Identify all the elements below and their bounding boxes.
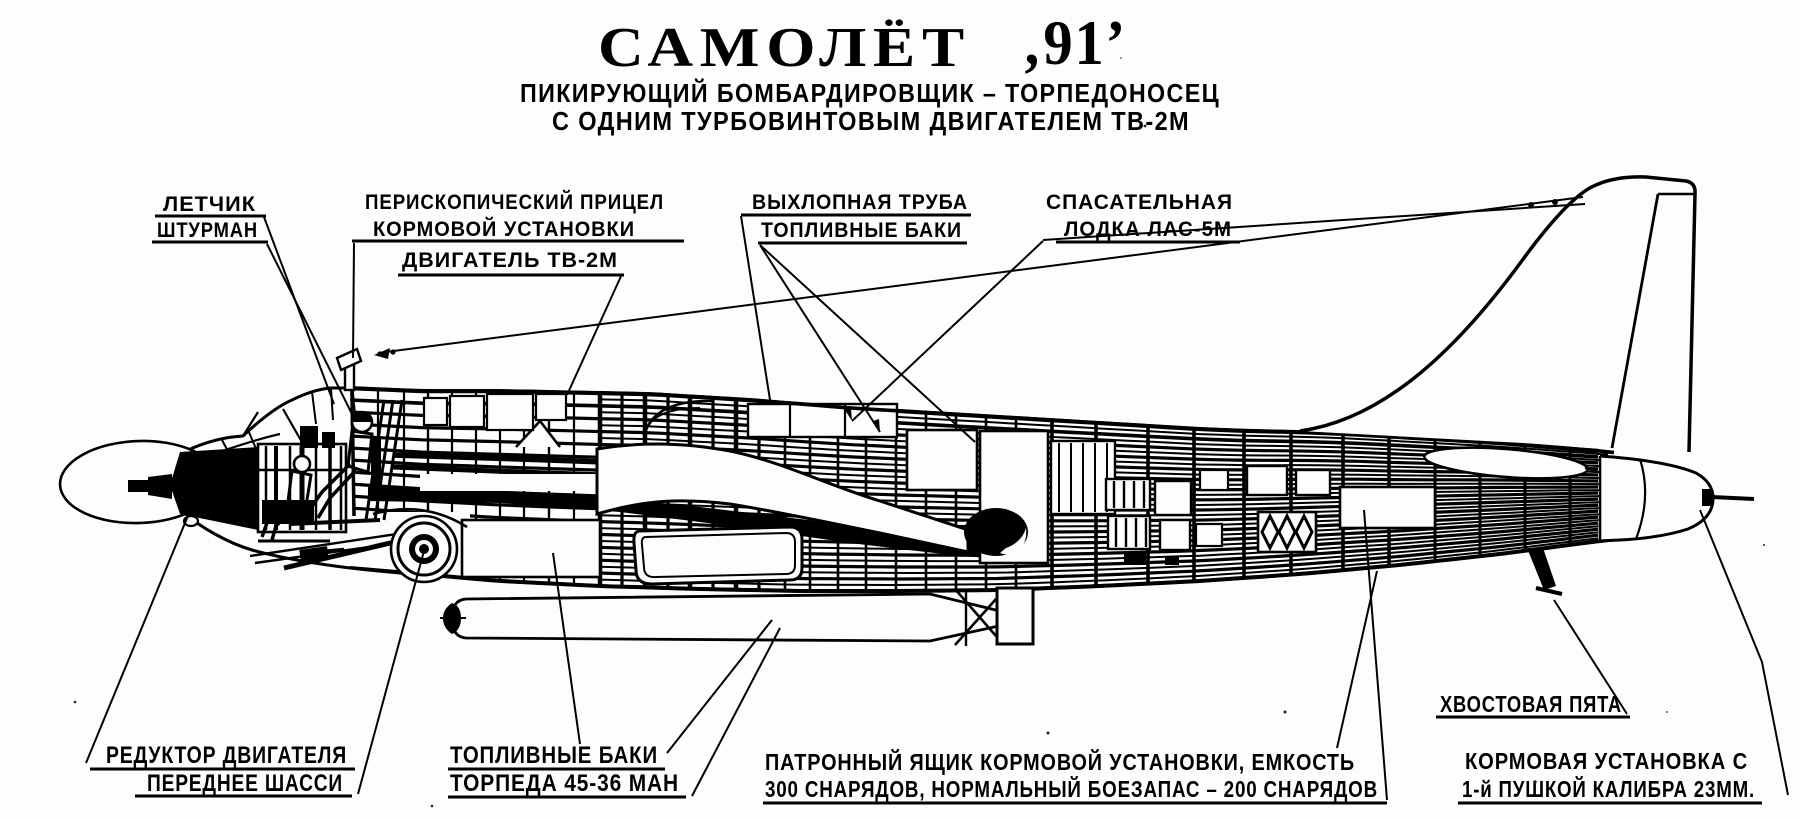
- svg-text:ВЫХЛОПНАЯ ТРУБА: ВЫХЛОПНАЯ ТРУБА: [752, 191, 968, 214]
- svg-text:1-й ПУШКОЙ КАЛИБРА 23ММ.: 1-й ПУШКОЙ КАЛИБРА 23ММ.: [1462, 775, 1755, 802]
- svg-text:С ОДНИМ ТУРБОВИНТОВЫМ ДВИГАТЕЛ: С ОДНИМ ТУРБОВИНТОВЫМ ДВИГАТЕЛЕМ ТВ-2М: [552, 106, 1190, 136]
- svg-text:САМОЛЁТ: САМОЛЁТ: [598, 17, 971, 79]
- svg-text:ШТУРМАН: ШТУРМАН: [157, 219, 258, 242]
- svg-text:КОРМОВОЙ УСТАНОВКИ: КОРМОВОЙ УСТАНОВКИ: [373, 217, 635, 241]
- svg-text:ЛОДКА ЛАС-5М: ЛОДКА ЛАС-5М: [1064, 218, 1232, 241]
- svg-text:ХВОСТОВАЯ ПЯТА: ХВОСТОВАЯ ПЯТА: [1440, 691, 1622, 717]
- svg-text:СПАСАТЕЛЬНАЯ: СПАСАТЕЛЬНАЯ: [1046, 191, 1233, 214]
- svg-text:300 СНАРЯДОВ, НОРМАЛЬНЫЙ БОЕЗА: 300 СНАРЯДОВ, НОРМАЛЬНЫЙ БОЕЗАПАС – 200 …: [765, 775, 1378, 802]
- svg-text:ТОПЛИВНЫЕ БАКИ: ТОПЛИВНЫЕ БАКИ: [450, 742, 658, 769]
- svg-text:ПЕРЕДНЕЕ ШАССИ: ПЕРЕДНЕЕ ШАССИ: [147, 770, 343, 797]
- svg-text:РЕДУКТОР ДВИГАТЕЛЯ: РЕДУКТОР ДВИГАТЕЛЯ: [106, 742, 347, 769]
- svg-text:ПАТРОННЫЙ ЯЩИК КОРМОВОЙ УСТАНО: ПАТРОННЫЙ ЯЩИК КОРМОВОЙ УСТАНОВКИ, ЕМКОС…: [765, 748, 1355, 775]
- svg-text:ПИКИРУЮЩИЙ БОМБАРДИРОВЩИК – Т: ПИКИРУЮЩИЙ БОМБАРДИРОВЩИК – ТОРПЕДОНОСЕЦ: [520, 78, 1220, 108]
- svg-text:ЛЕТЧИК: ЛЕТЧИК: [163, 193, 256, 216]
- svg-text:ТОРПЕДА 45-36 МАН: ТОРПЕДА 45-36 МАН: [450, 770, 679, 797]
- svg-text:ТОПЛИВНЫЕ БАКИ: ТОПЛИВНЫЕ БАКИ: [761, 219, 962, 242]
- svg-text:КОРМОВАЯ УСТАНОВКА С: КОРМОВАЯ УСТАНОВКА С: [1465, 748, 1748, 774]
- svg-text:ПЕРИСКОПИЧЕСКИЙ ПРИЦЕЛ: ПЕРИСКОПИЧЕСКИЙ ПРИЦЕЛ: [365, 190, 664, 214]
- svg-text:‚91’: ‚91’: [1022, 7, 1127, 78]
- svg-text:ДВИГАТЕЛЬ ТВ-2М: ДВИГАТЕЛЬ ТВ-2М: [402, 249, 618, 272]
